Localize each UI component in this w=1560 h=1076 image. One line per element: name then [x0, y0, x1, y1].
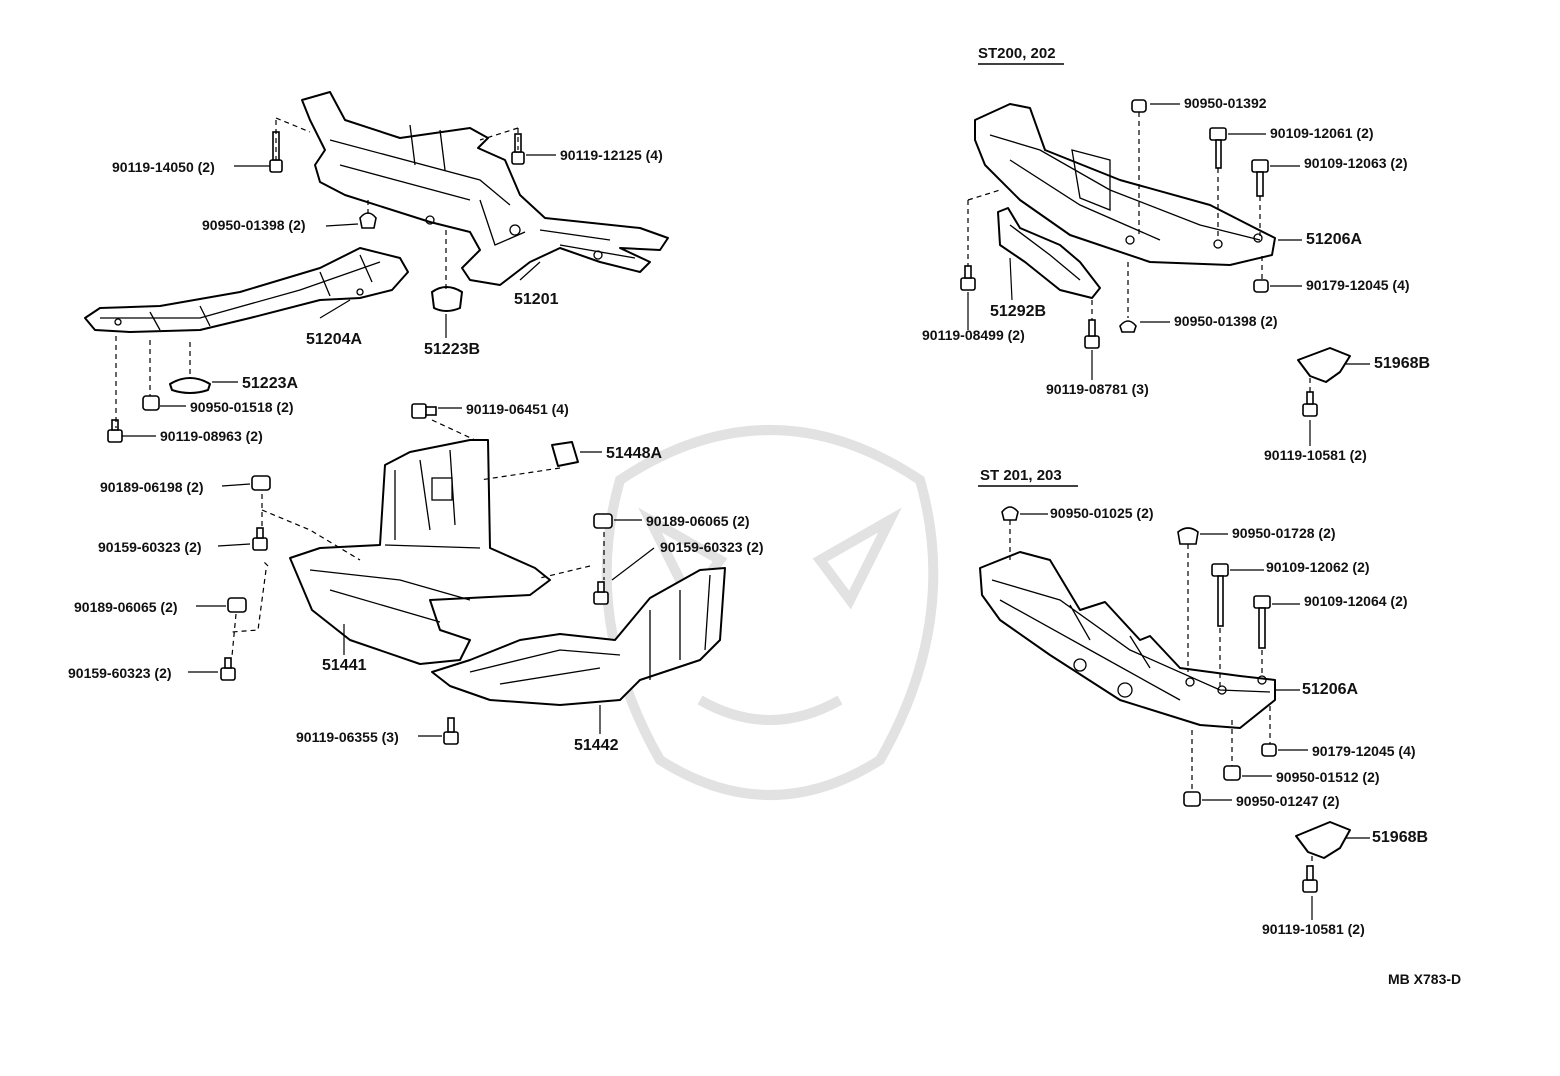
nut-icon[interactable]: [1177, 527, 1199, 545]
label-51968B-bottom: 51968B: [1372, 829, 1428, 846]
bolt-icon[interactable]: [220, 657, 236, 681]
label-51223A: 51223A: [242, 375, 298, 392]
nut-icon[interactable]: [227, 597, 247, 613]
label-90159-60323-a: 90159-60323 (2): [98, 539, 202, 555]
label-90119-14050: 90119-14050 (2): [112, 159, 215, 175]
label-90950-01392: 90950-01392: [1184, 95, 1267, 111]
label-90950-01512: 90950-01512 (2): [1276, 769, 1380, 785]
nut-icon[interactable]: [251, 475, 271, 491]
nut-icon[interactable]: [1183, 791, 1201, 807]
label-90179-12045-bottom: 90179-12045 (4): [1312, 743, 1416, 759]
bolt-icon[interactable]: [1211, 563, 1229, 627]
label-90950-01728: 90950-01728 (2): [1232, 525, 1336, 541]
label-90950-01398: 90950-01398 (2): [202, 217, 306, 233]
label-90119-08963: 90119-08963 (2): [160, 428, 263, 444]
nut-icon[interactable]: [1261, 743, 1277, 757]
nut-icon[interactable]: [359, 212, 377, 229]
stopper-51968B-b[interactable]: [1295, 821, 1351, 859]
diagram-code: MB X783-D: [1388, 971, 1461, 987]
bolt-icon[interactable]: [107, 419, 123, 443]
bracket-51292B[interactable]: [997, 207, 1101, 299]
label-90189-06198: 90189-06198 (2): [100, 479, 204, 495]
label-90109-12064: 90109-12064 (2): [1304, 593, 1408, 609]
nut-icon[interactable]: [593, 513, 613, 529]
bolt-icon[interactable]: [252, 527, 268, 551]
bolt-icon[interactable]: [443, 717, 459, 745]
crossmember-51206A-st200[interactable]: [974, 103, 1276, 266]
label-90119-06355: 90119-06355 (3): [296, 729, 399, 745]
nut-icon[interactable]: [1001, 506, 1019, 521]
label-51206A-top: 51206A: [1306, 231, 1362, 248]
label-90119-06451: 90119-06451 (4): [466, 401, 569, 417]
bolt-icon[interactable]: [960, 265, 976, 291]
engine-under-cover-51441[interactable]: [289, 439, 551, 665]
label-90189-06065-b: 90189-06065 (2): [646, 513, 750, 529]
bolt-icon[interactable]: [1084, 319, 1100, 349]
label-90109-12062: 90109-12062 (2): [1266, 559, 1370, 575]
nut-icon[interactable]: [1223, 765, 1241, 781]
cushion-51223A[interactable]: [169, 377, 211, 394]
label-90119-12125: 90119-12125 (4): [560, 147, 663, 163]
label-90950-01518: 90950-01518 (2): [190, 399, 294, 415]
label-51206A-bottom: 51206A: [1302, 681, 1358, 698]
label-90189-06065-a: 90189-06065 (2): [74, 599, 178, 615]
label-90950-01025: 90950-01025 (2): [1050, 505, 1154, 521]
label-51441: 51441: [322, 657, 367, 674]
label-90159-60323-c: 90159-60323 (2): [68, 665, 172, 681]
bolt-icon[interactable]: [1251, 159, 1269, 197]
bolt-icon[interactable]: [593, 581, 609, 605]
bolt-icon[interactable]: [511, 133, 525, 165]
label-51968B-top: 51968B: [1374, 355, 1430, 372]
label-90159-60323-b: 90159-60323 (2): [660, 539, 764, 555]
label-51448A: 51448A: [606, 445, 662, 462]
label-90950-01398-right: 90950-01398 (2): [1174, 313, 1278, 329]
section-title-st200: ST200, 202: [978, 45, 1056, 62]
crossmember-51206A-st201[interactable]: [979, 551, 1276, 729]
label-51223B: 51223B: [424, 341, 480, 358]
bolt-icon[interactable]: [1209, 127, 1227, 169]
label-90119-08499: 90119-08499 (2): [922, 327, 1025, 343]
nut-icon[interactable]: [1119, 320, 1137, 333]
label-51201: 51201: [514, 291, 559, 308]
label-90950-01247: 90950-01247 (2): [1236, 793, 1340, 809]
bolt-icon[interactable]: [1302, 865, 1318, 893]
nut-icon[interactable]: [1131, 99, 1147, 113]
brace-51204A[interactable]: [84, 247, 409, 333]
bolt-icon[interactable]: [142, 395, 160, 411]
clip-51448A[interactable]: [551, 441, 579, 467]
stopper-51968B[interactable]: [1297, 347, 1351, 383]
label-90119-10581-top: 90119-10581 (2): [1264, 447, 1367, 463]
bolt-icon[interactable]: [411, 403, 437, 419]
engine-under-cover-51442[interactable]: [431, 567, 726, 706]
cushion-51223B[interactable]: [431, 286, 463, 312]
label-90179-12045-top: 90179-12045 (4): [1306, 277, 1410, 293]
label-51442: 51442: [574, 737, 619, 754]
bolt-icon[interactable]: [1302, 391, 1318, 417]
label-90119-10581-bottom: 90119-10581 (2): [1262, 921, 1365, 937]
label-90119-08781: 90119-08781 (3): [1046, 381, 1149, 397]
bolt-icon[interactable]: [1253, 595, 1271, 649]
label-51204A: 51204A: [306, 331, 362, 348]
section-title-st201: ST 201, 203: [980, 467, 1062, 484]
label-51292B: 51292B: [990, 303, 1046, 320]
nut-icon[interactable]: [1253, 279, 1269, 293]
label-90109-12061: 90109-12061 (2): [1270, 125, 1374, 141]
label-90109-12063: 90109-12063 (2): [1304, 155, 1408, 171]
